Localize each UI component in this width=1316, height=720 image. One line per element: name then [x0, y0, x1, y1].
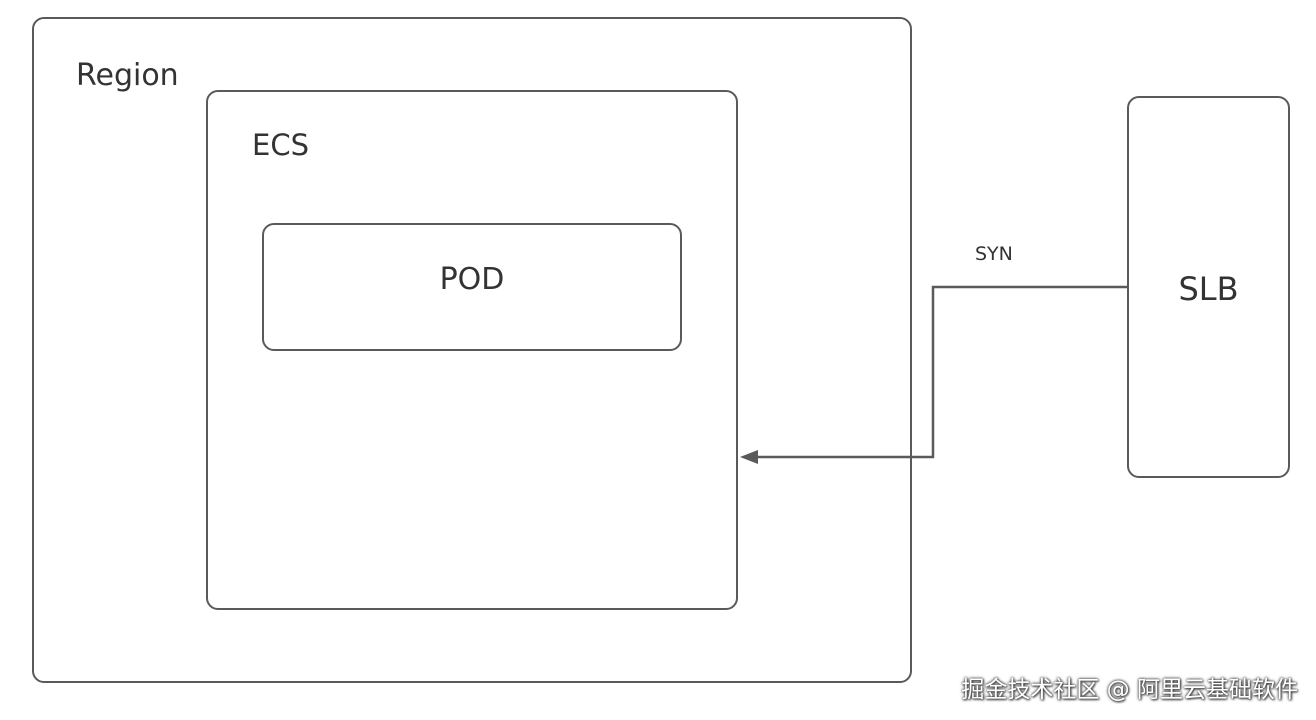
ecs-label: ECS	[252, 128, 309, 162]
pod-label: POD	[439, 262, 505, 297]
ecs-box	[206, 90, 738, 610]
region-label: Region	[76, 58, 179, 93]
slb-box	[1127, 96, 1290, 478]
syn-label: SYN	[975, 243, 1013, 265]
slb-label: SLB	[1178, 270, 1239, 308]
region-box	[32, 17, 912, 683]
pod-box	[262, 223, 682, 351]
syn-arrowhead-icon	[740, 450, 758, 464]
watermark: 掘金技术社区 @ 阿里云基础软件	[961, 677, 1298, 703]
syn-connector-line	[756, 285, 1127, 459]
